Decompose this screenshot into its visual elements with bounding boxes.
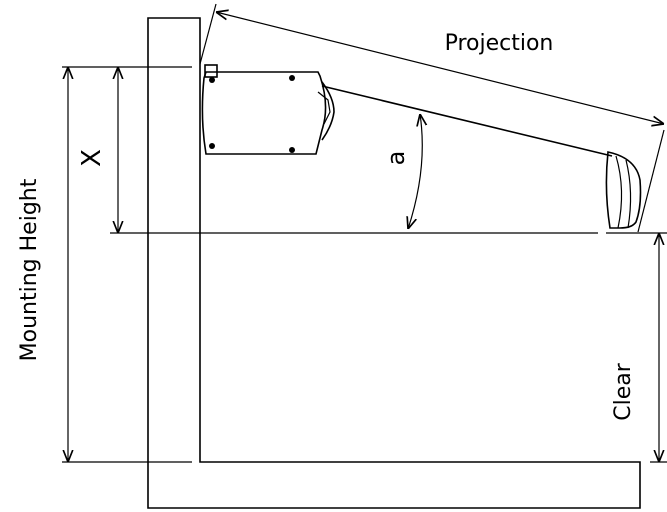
front-bar	[605, 151, 642, 229]
mounting-height-dimension: Mounting Height	[17, 67, 68, 462]
projection-label: Projection	[445, 31, 554, 56]
x-label: X	[77, 149, 107, 167]
mounting-height-label: Mounting Height	[17, 178, 42, 361]
clear-dimension: Clear	[611, 233, 659, 462]
angle-indicator: a	[382, 114, 422, 229]
reference-lines	[62, 66, 667, 463]
clear-label: Clear	[611, 362, 636, 420]
x-dimension: X	[77, 67, 118, 233]
awning-cassette	[201, 64, 335, 155]
angle-label: a	[382, 151, 410, 166]
wall-and-floor	[147, 17, 641, 509]
projection-dimension: Projection	[199, 3, 664, 233]
awning-arm	[321, 85, 613, 157]
